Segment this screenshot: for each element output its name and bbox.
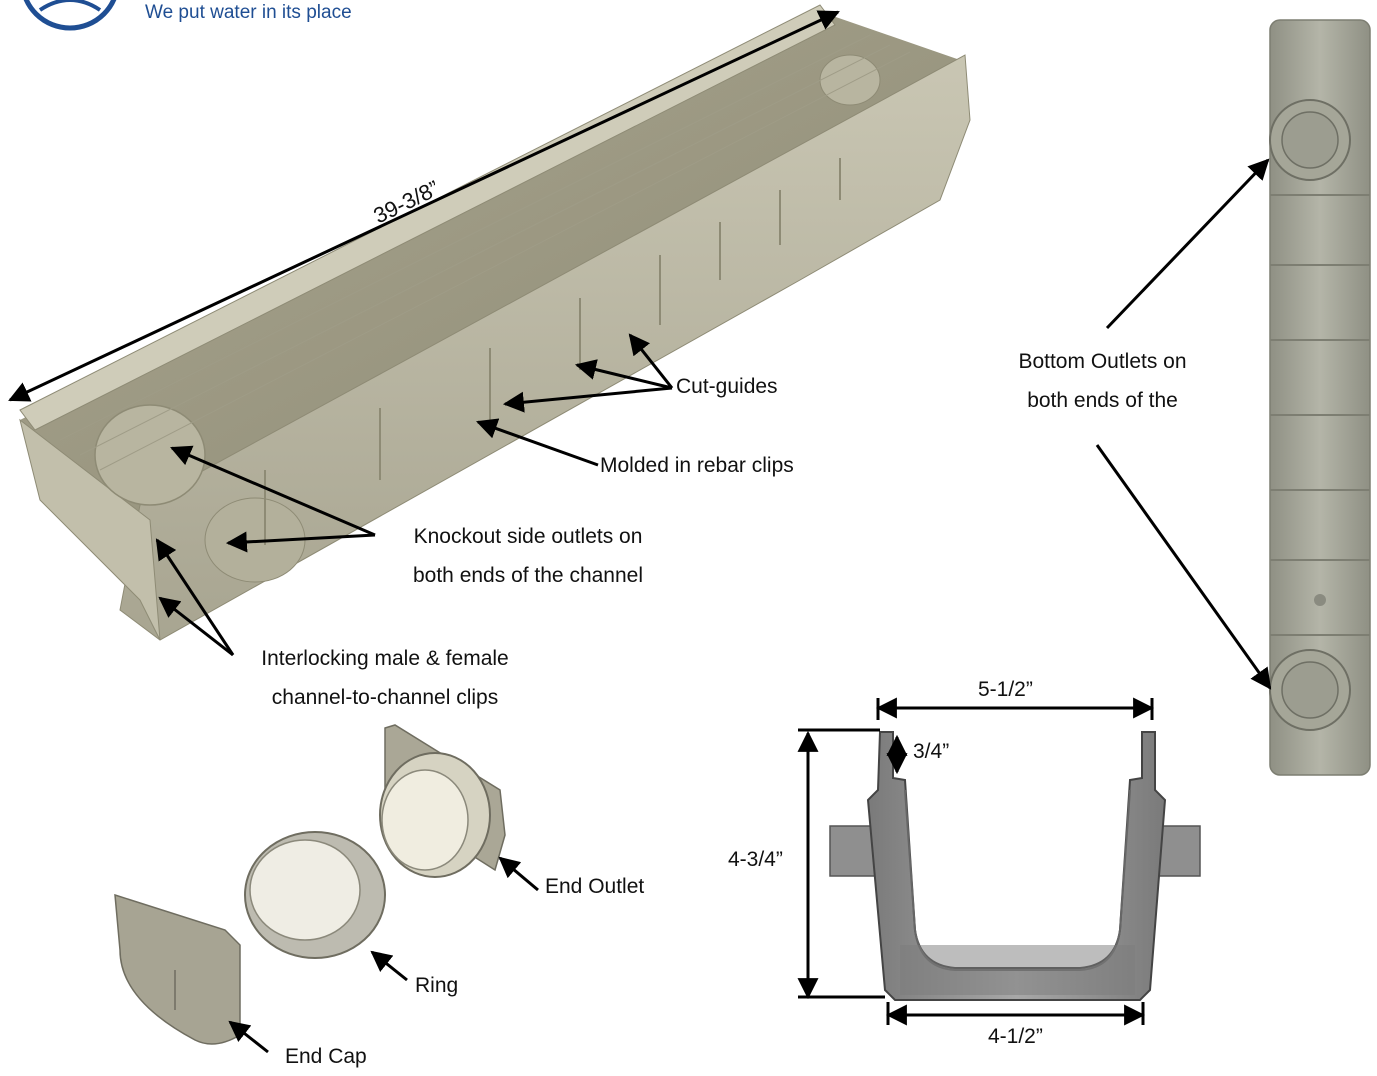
knockout-arrows [170, 445, 376, 553]
bottom-width-label: 4-1/2” [988, 1025, 1043, 1048]
interlock-arrows [155, 538, 235, 657]
rebar-clips-label: Molded in rebar clips [600, 454, 794, 477]
cross-section-dimensions [797, 697, 1155, 1026]
bottom-outlets-arrows [1095, 158, 1272, 690]
end-cap-arrow [228, 1020, 269, 1054]
channel-bottom-view [1269, 19, 1371, 776]
brand-tagline: We put water in its place [145, 2, 352, 23]
interlock-label-1: Interlocking male & female [261, 647, 509, 670]
top-width-label: 5-1/2” [978, 678, 1033, 701]
ring-arrow [370, 950, 408, 982]
end-outlet-part [379, 724, 506, 878]
knockout-label-1: Knockout side outlets on [413, 525, 643, 548]
interlock-label-2: channel-to-channel clips [271, 686, 499, 709]
cut-guides-label: Cut-guides [676, 375, 778, 398]
end-outlet-label: End Outlet [545, 875, 645, 898]
bottom-outlets-label-2: both ends of the [1027, 389, 1178, 412]
end-cap-label: End Cap [285, 1045, 367, 1068]
ring-part [244, 831, 386, 959]
rebar-clips-arrow [476, 418, 599, 467]
cross-section-view [829, 731, 1201, 1001]
end-outlet-arrow [498, 856, 539, 892]
lip-height-label: 3/4” [913, 740, 950, 763]
ring-label: Ring [415, 974, 459, 997]
company-logo [23, 0, 117, 31]
bottom-outlets-label-1: Bottom Outlets on [1018, 350, 1187, 373]
length-dimension-line [8, 10, 840, 402]
end-cap-part [114, 893, 241, 1045]
knockout-label-2: both ends of the channel [412, 564, 643, 587]
cut-guides-arrows [502, 333, 674, 413]
total-height-label: 4-3/4” [728, 848, 783, 871]
